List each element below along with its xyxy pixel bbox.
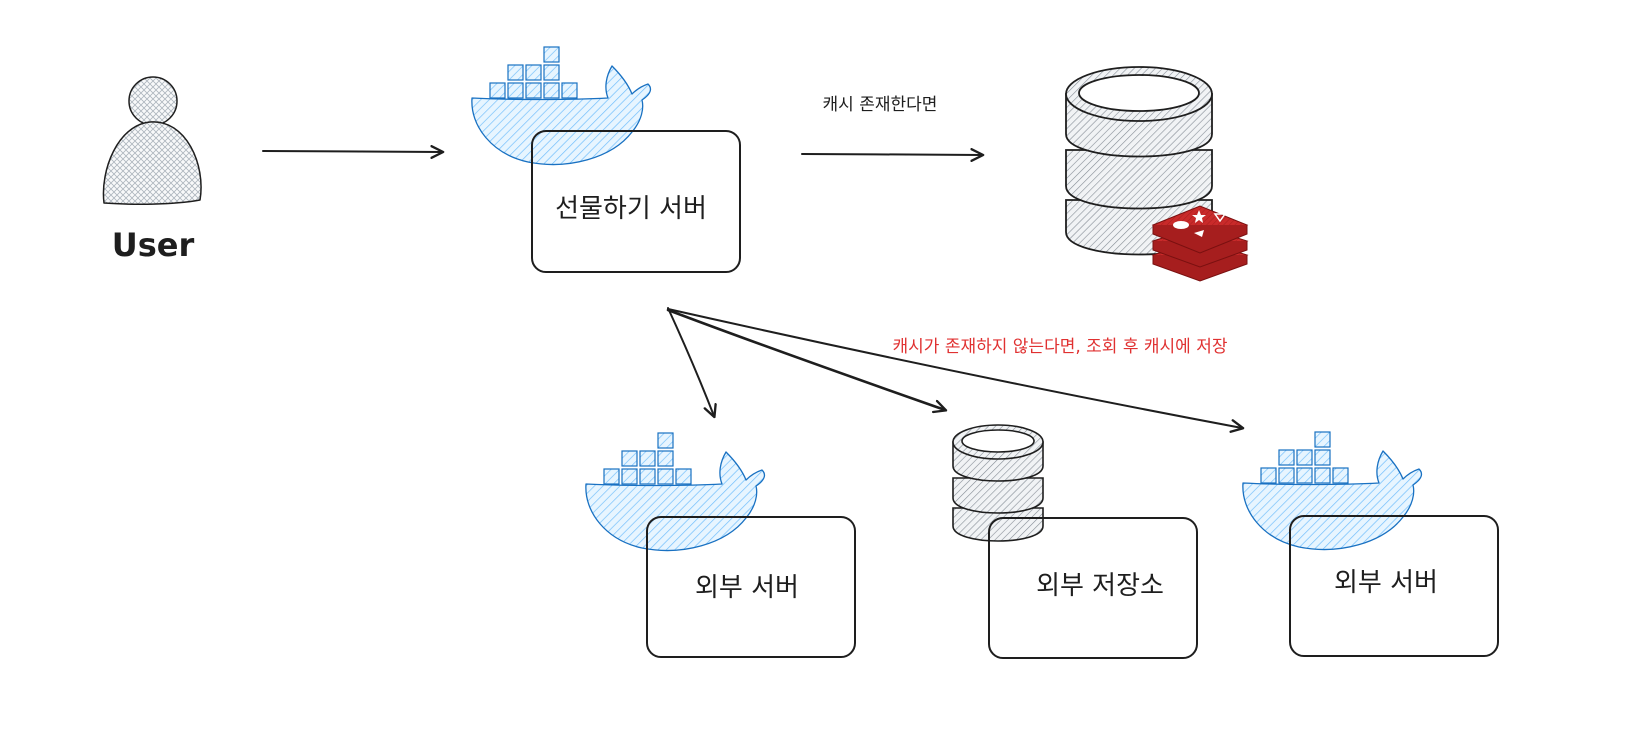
external-server-2-node: 외부 서버 [1242,431,1499,657]
external-storage-node: 외부 저장소 [952,424,1198,659]
database-icon [952,424,1044,542]
database-icon [1065,66,1213,256]
docker-whale-icon [585,432,766,552]
arrow-to-external-storage [666,308,948,414]
cache-miss-arrows [666,307,1245,433]
docker-whale-icon [471,46,652,166]
user-label: User [112,226,195,264]
external-server-2-label: 외부 서버 [1334,568,1438,598]
gift-server-label: 선물하기 서버 [555,194,707,224]
gift-server-node: 선물하기 서버 [471,46,741,273]
arrow-to-external-server-2 [667,308,1245,433]
redis-icon [1151,205,1249,282]
user-to-server-arrow [262,144,445,159]
redis-cache-node [1065,66,1249,282]
docker-whale-icon [1242,431,1423,551]
external-storage-label: 외부 저장소 [1036,571,1164,601]
cache-hit-label: 캐시 존재한다면 [823,95,938,115]
user-icon [102,76,202,205]
external-server-1-node: 외부 서버 [585,432,856,658]
cache-hit-arrow [801,147,985,162]
arrow-to-external-server-1 [667,307,717,419]
cache-miss-label: 캐시가 존재하지 않는다면, 조회 후 캐시에 저장 [893,337,1228,357]
user-node: User [102,76,202,264]
external-server-1-label: 외부 서버 [695,573,799,603]
